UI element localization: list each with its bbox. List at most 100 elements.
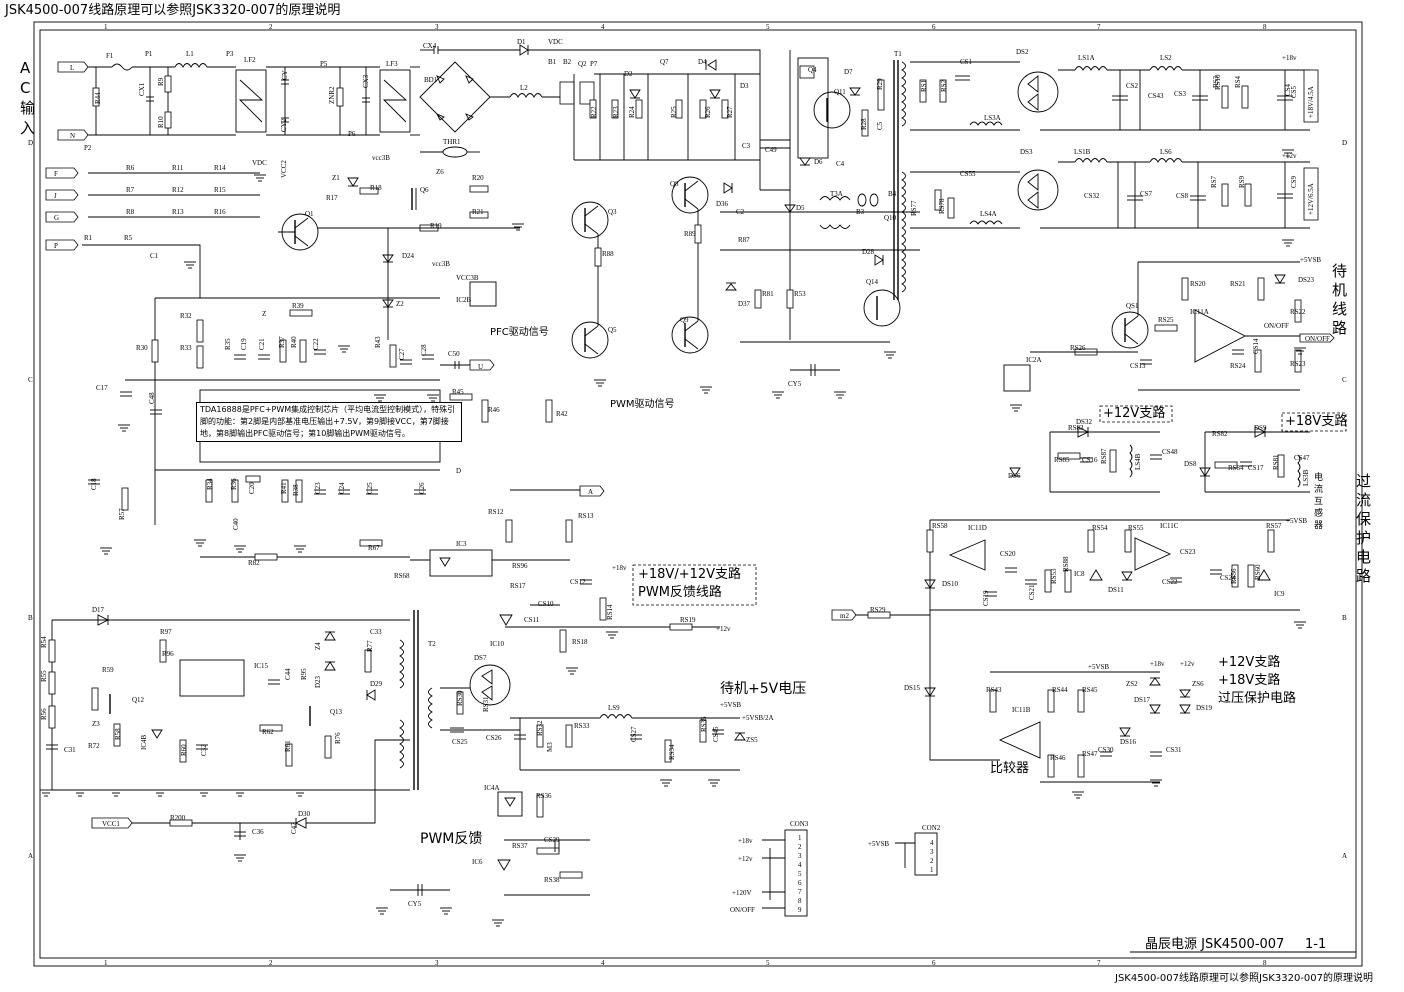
- ref-c24: C24: [338, 482, 346, 494]
- diode-D7: [849, 87, 861, 96]
- ref-zs5: ZS5: [746, 736, 758, 744]
- ref-c4: C4: [836, 160, 845, 168]
- ref-rs21: RS21: [1230, 280, 1246, 288]
- diode-DS10: [924, 579, 936, 589]
- ref-c5: C5: [876, 121, 884, 130]
- gate-drive-transformer: [797, 57, 901, 327]
- ref-r81: R81: [762, 290, 774, 298]
- terminal-label-p: P: [54, 242, 58, 250]
- ref-c32: C32: [200, 744, 208, 756]
- ref-r21: R21: [472, 208, 484, 216]
- rail-plus12: +12v: [716, 625, 731, 633]
- ref-f1: F1: [106, 52, 114, 60]
- ref-cs48: CS48: [1162, 448, 1178, 456]
- ground-symbol: [834, 391, 846, 399]
- ref-cs22: CS22: [1162, 578, 1178, 586]
- ref-ic10: IC10: [490, 640, 505, 648]
- branch-18v-label: +18V支路: [1285, 414, 1348, 429]
- ref-rs33: RS33: [574, 722, 590, 730]
- ref-r56: R56: [40, 708, 48, 720]
- ref-c50: C50: [448, 350, 460, 358]
- diode-DS23: [1274, 274, 1286, 284]
- ref-cs21: CS21: [1028, 584, 1036, 600]
- terminal-label-m3: M3: [546, 742, 554, 752]
- ref-ic11a: IC11A: [1190, 308, 1209, 316]
- con3-pin: 1: [798, 834, 802, 842]
- ground-symbol: [374, 394, 386, 402]
- ref-q10: Q10: [884, 214, 897, 222]
- ref-ls6: LS6: [1160, 148, 1172, 156]
- ref-t1: T1: [894, 50, 902, 58]
- ref-t3a: T3A: [830, 190, 843, 198]
- rail-plus5vsb: +5VSB: [1286, 517, 1307, 525]
- ref-rs32: RS32: [536, 720, 544, 736]
- ref-ds17: DS17: [1134, 696, 1150, 704]
- ref-ds3: DS3: [1020, 148, 1033, 156]
- ref-cs16: CS16: [1082, 456, 1098, 464]
- terminal-label-a: A: [588, 488, 593, 496]
- ref-rs4: RS4: [1234, 75, 1242, 88]
- ref-cs8: CS8: [1176, 192, 1189, 200]
- ref-rs20: RS20: [1190, 280, 1206, 288]
- opamp-IC11D: [948, 539, 986, 571]
- rail-vcc3b-lower: vcc3B: [372, 154, 390, 162]
- ref-cx1: CX1: [138, 82, 146, 96]
- ref-cs5: CS5: [1290, 85, 1298, 98]
- ref-r57: R57: [118, 508, 126, 520]
- ref-c23: C23: [314, 482, 322, 494]
- column-number-bottom: 8: [1263, 959, 1267, 967]
- con3-pin: 2: [798, 843, 802, 851]
- ref-rs54: RS54: [1092, 524, 1108, 532]
- ref-rs44: RS44: [1052, 686, 1068, 694]
- ref-q6: Q6: [420, 186, 429, 194]
- ref-d1: D1: [517, 38, 526, 46]
- ref-d3: D3: [740, 82, 749, 90]
- ref-q4: Q4: [808, 66, 817, 74]
- connector-CON3: [762, 829, 808, 917]
- ref-r25: R25: [670, 106, 678, 118]
- column-number-top: 6: [932, 23, 936, 31]
- diode-DS15: [924, 687, 936, 697]
- ref-cs47: CS47: [1294, 454, 1310, 462]
- ovp-line3: 过压保护电路: [1218, 691, 1297, 706]
- ref-r38: R38: [292, 484, 300, 496]
- ref-cs43: CS43: [1148, 92, 1164, 100]
- column-number-top: 5: [766, 23, 770, 31]
- con2-pin: 3: [930, 848, 934, 856]
- terminal-label-z: Z: [262, 310, 266, 318]
- rail-plus18: +18v: [1282, 54, 1297, 62]
- ref-d2: D2: [624, 70, 633, 78]
- column-number-bottom: 4: [601, 959, 605, 967]
- rail-plus5vsb: +5VSB: [1300, 256, 1321, 264]
- ref-cs7: CS7: [1140, 190, 1153, 198]
- row-letter-left: B: [28, 614, 33, 622]
- ref-r67: R67: [368, 544, 380, 552]
- ref-cs13: CS13: [1130, 362, 1146, 370]
- ref-rs37: RS37: [512, 842, 528, 850]
- ref-q12: Q12: [132, 696, 145, 704]
- ref-z4: Z4: [314, 642, 322, 650]
- ref-rs96: RS96: [512, 562, 528, 570]
- zener-ZS5: [734, 732, 746, 741]
- ref-ds6: DS6: [1008, 472, 1021, 480]
- ground-symbols: [40, 149, 1306, 927]
- ref-rs78: RS78: [938, 198, 946, 214]
- ground-symbol: [376, 907, 388, 915]
- ref-rs82: RS82: [1212, 430, 1228, 438]
- ref-rs13: RS13: [578, 512, 594, 520]
- ref-r87: R87: [738, 236, 750, 244]
- ref-cs12: CS12: [570, 578, 586, 586]
- optocoupler-IC2B: [469, 281, 497, 307]
- ref-r35: R35: [224, 338, 232, 350]
- ref-cs30: CS30: [1098, 746, 1114, 754]
- ground-symbol: [492, 919, 504, 927]
- diode-D29: [366, 689, 376, 701]
- row-letter-right: D: [1342, 139, 1347, 147]
- ref-c2: C2: [736, 208, 745, 216]
- ref-d4: D4: [698, 58, 707, 66]
- ground-symbol: [1282, 239, 1294, 247]
- ref-c44: C44: [284, 668, 292, 680]
- terminal-label-m2: m2: [840, 612, 849, 620]
- ref-cs2: CS2: [1126, 82, 1139, 90]
- inductor-LS6: [1149, 158, 1183, 163]
